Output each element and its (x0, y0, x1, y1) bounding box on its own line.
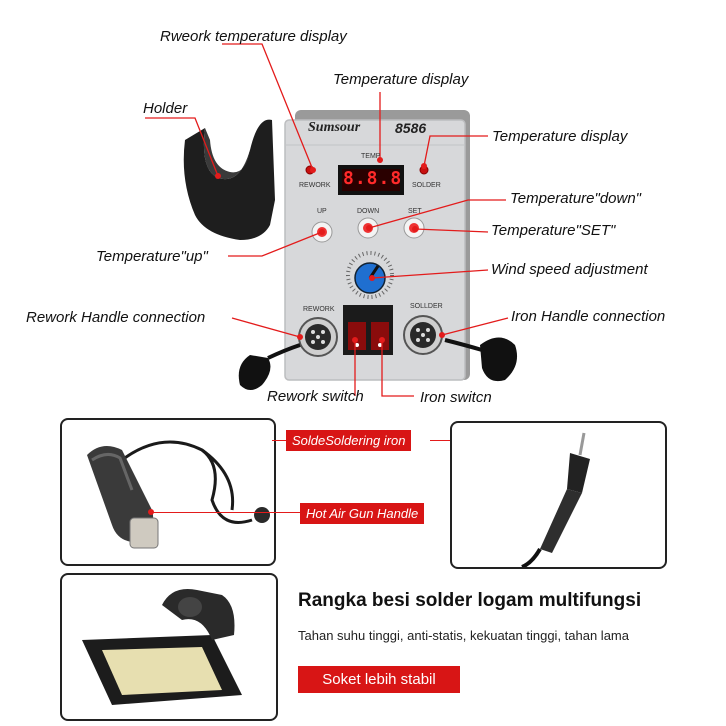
temp-label: TEMP (361, 153, 381, 160)
holder-image (82, 589, 242, 705)
callout-wind-speed-adjustment: Wind speed adjustment (491, 261, 648, 278)
solder-dust-cap (480, 337, 518, 382)
callout-iron-switch: Iron switcn (420, 389, 492, 406)
solder-led-label: SOLDER (412, 182, 441, 189)
callout-temperature-up: Temperature"up" (96, 248, 208, 265)
callout-temperature-down: Temperature"down" (510, 190, 642, 207)
temperature-readout: 8.8.8 (343, 168, 403, 189)
soldering-iron-image (521, 432, 590, 569)
holder-panel (60, 573, 278, 721)
rework-port-label: REWORK (303, 306, 335, 313)
set-button[interactable] (404, 218, 424, 238)
product-subtitle: Tahan suhu tinggi, anti-statis, kekuatan… (298, 628, 629, 643)
callout-holder: Holder (143, 100, 188, 117)
up-button-label: UP (317, 208, 327, 215)
model-number: 8586 (395, 120, 427, 136)
hot-air-gun-image (87, 440, 270, 549)
station-front-panel (285, 120, 465, 380)
callout-temperature-display-right: Temperature display (492, 128, 628, 145)
callout-iron-handle-connection: Iron Handle connection (511, 308, 666, 325)
callout-temperature-set: Temperature"SET" (491, 222, 616, 239)
soldering-iron-panel (450, 421, 667, 569)
callout-rework-temperature-display: Rweork temperature display (160, 28, 347, 45)
callout-temperature-display-center: Temperature display (333, 71, 469, 88)
down-button[interactable] (358, 218, 378, 238)
set-button-label: SET (408, 208, 422, 215)
product-badge: Soket lebih stabil (298, 666, 460, 693)
hot-air-gun-panel (60, 418, 276, 566)
brand-logo: Sumsour (308, 120, 361, 135)
product-title: Rangka besi solder logam multifungsi (298, 590, 642, 611)
callout-rework-switch: Rework switch (267, 388, 364, 405)
callout-rework-handle-connection: Rework Handle connection (26, 309, 206, 326)
tag-soldering-iron: SoldeSoldering iron (286, 430, 412, 451)
holder-cradle (183, 119, 275, 240)
down-button-label: DOWN (357, 208, 380, 215)
solder-port-label: SOLLDER (410, 303, 443, 310)
tag-hot-air-gun-handle: Hot Air Gun Handle (300, 503, 425, 524)
rework-dust-cap (238, 355, 271, 390)
up-button[interactable] (312, 222, 332, 242)
rework-led-label: REWORK (299, 182, 331, 189)
soldering-station-illustration (145, 43, 518, 397)
